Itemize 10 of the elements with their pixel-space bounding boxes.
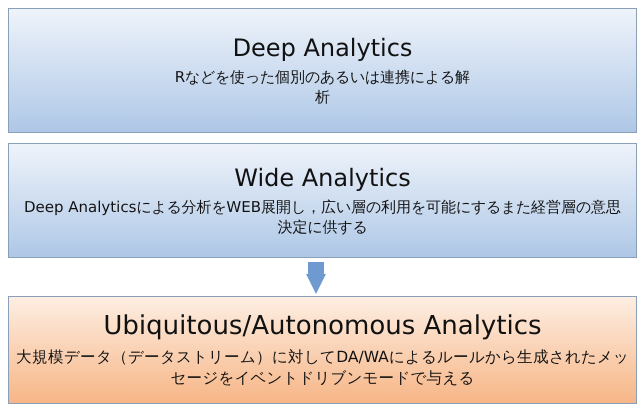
box-title: Wide Analytics	[234, 164, 411, 193]
box-description: Rなどを使った個別のあるいは連携による解析	[174, 66, 472, 108]
analytics-box	[8, 8, 637, 133]
analytics-box	[8, 296, 637, 404]
block-arrow	[306, 262, 326, 294]
box-description: Deep Analyticsによる分析をWEB展開し，広い層の利用を可能にするまた経営層の意思決定に供する	[22, 196, 622, 238]
box-title: Ubiquitous/Autonomous Analytics	[103, 311, 542, 343]
box-title: Deep Analytics	[232, 34, 412, 63]
box-description: 大規模データ（データストリーム）に対してDA/WAによるルールから生成されたメッセージをイベントドリブンモードで与える	[15, 346, 630, 389]
analytics-box	[8, 143, 637, 258]
